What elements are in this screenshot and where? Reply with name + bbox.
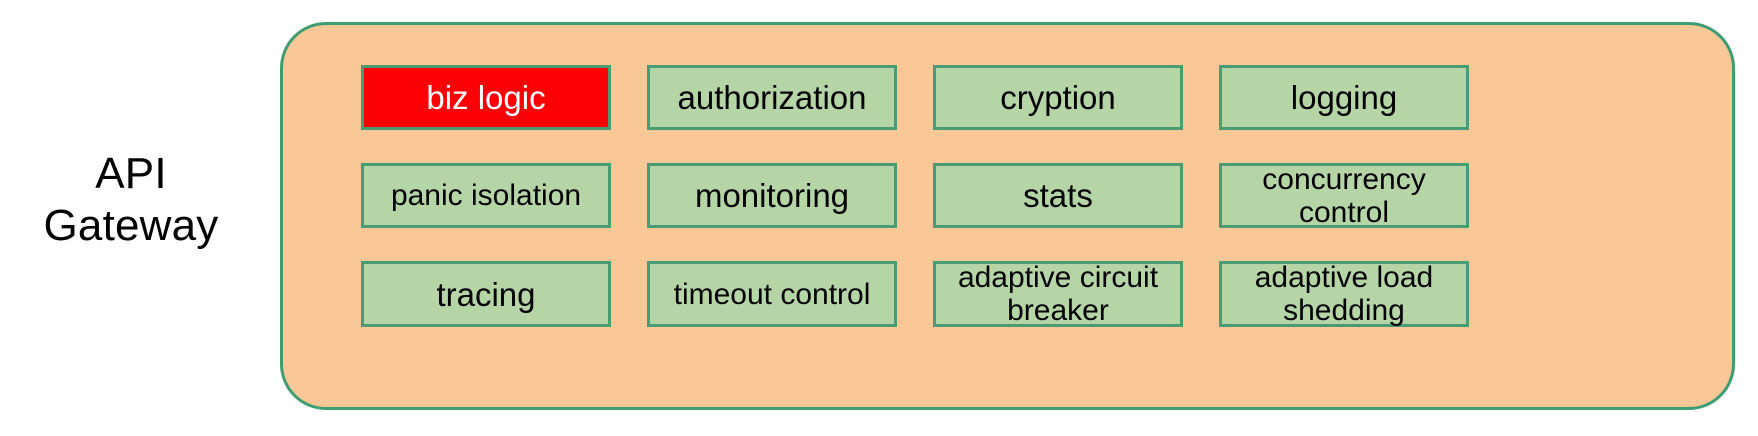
module-box-stats[interactable]: stats (933, 163, 1183, 228)
module-box-adaptive-circuit-breaker[interactable]: adaptive circuit breaker (933, 261, 1183, 327)
module-box-logging[interactable]: logging (1219, 65, 1469, 130)
module-box-biz-logic[interactable]: biz logic (361, 65, 611, 130)
module-box-panic-isolation[interactable]: panic isolation (361, 163, 611, 228)
module-box-cryption[interactable]: cryption (933, 65, 1183, 130)
api-gateway-container: biz logic authorization cryption logging… (280, 22, 1735, 410)
module-box-concurrency-control[interactable]: concurrency control (1219, 163, 1469, 229)
module-box-timeout-control[interactable]: timeout control (647, 261, 897, 327)
api-gateway-label: API Gateway (43, 149, 219, 250)
module-grid: biz logic authorization cryption logging… (361, 65, 1471, 327)
module-box-tracing[interactable]: tracing (361, 261, 611, 327)
module-box-authorization[interactable]: authorization (647, 65, 897, 130)
module-box-monitoring[interactable]: monitoring (647, 163, 897, 228)
module-box-adaptive-load-shedding[interactable]: adaptive load shedding (1219, 261, 1469, 327)
